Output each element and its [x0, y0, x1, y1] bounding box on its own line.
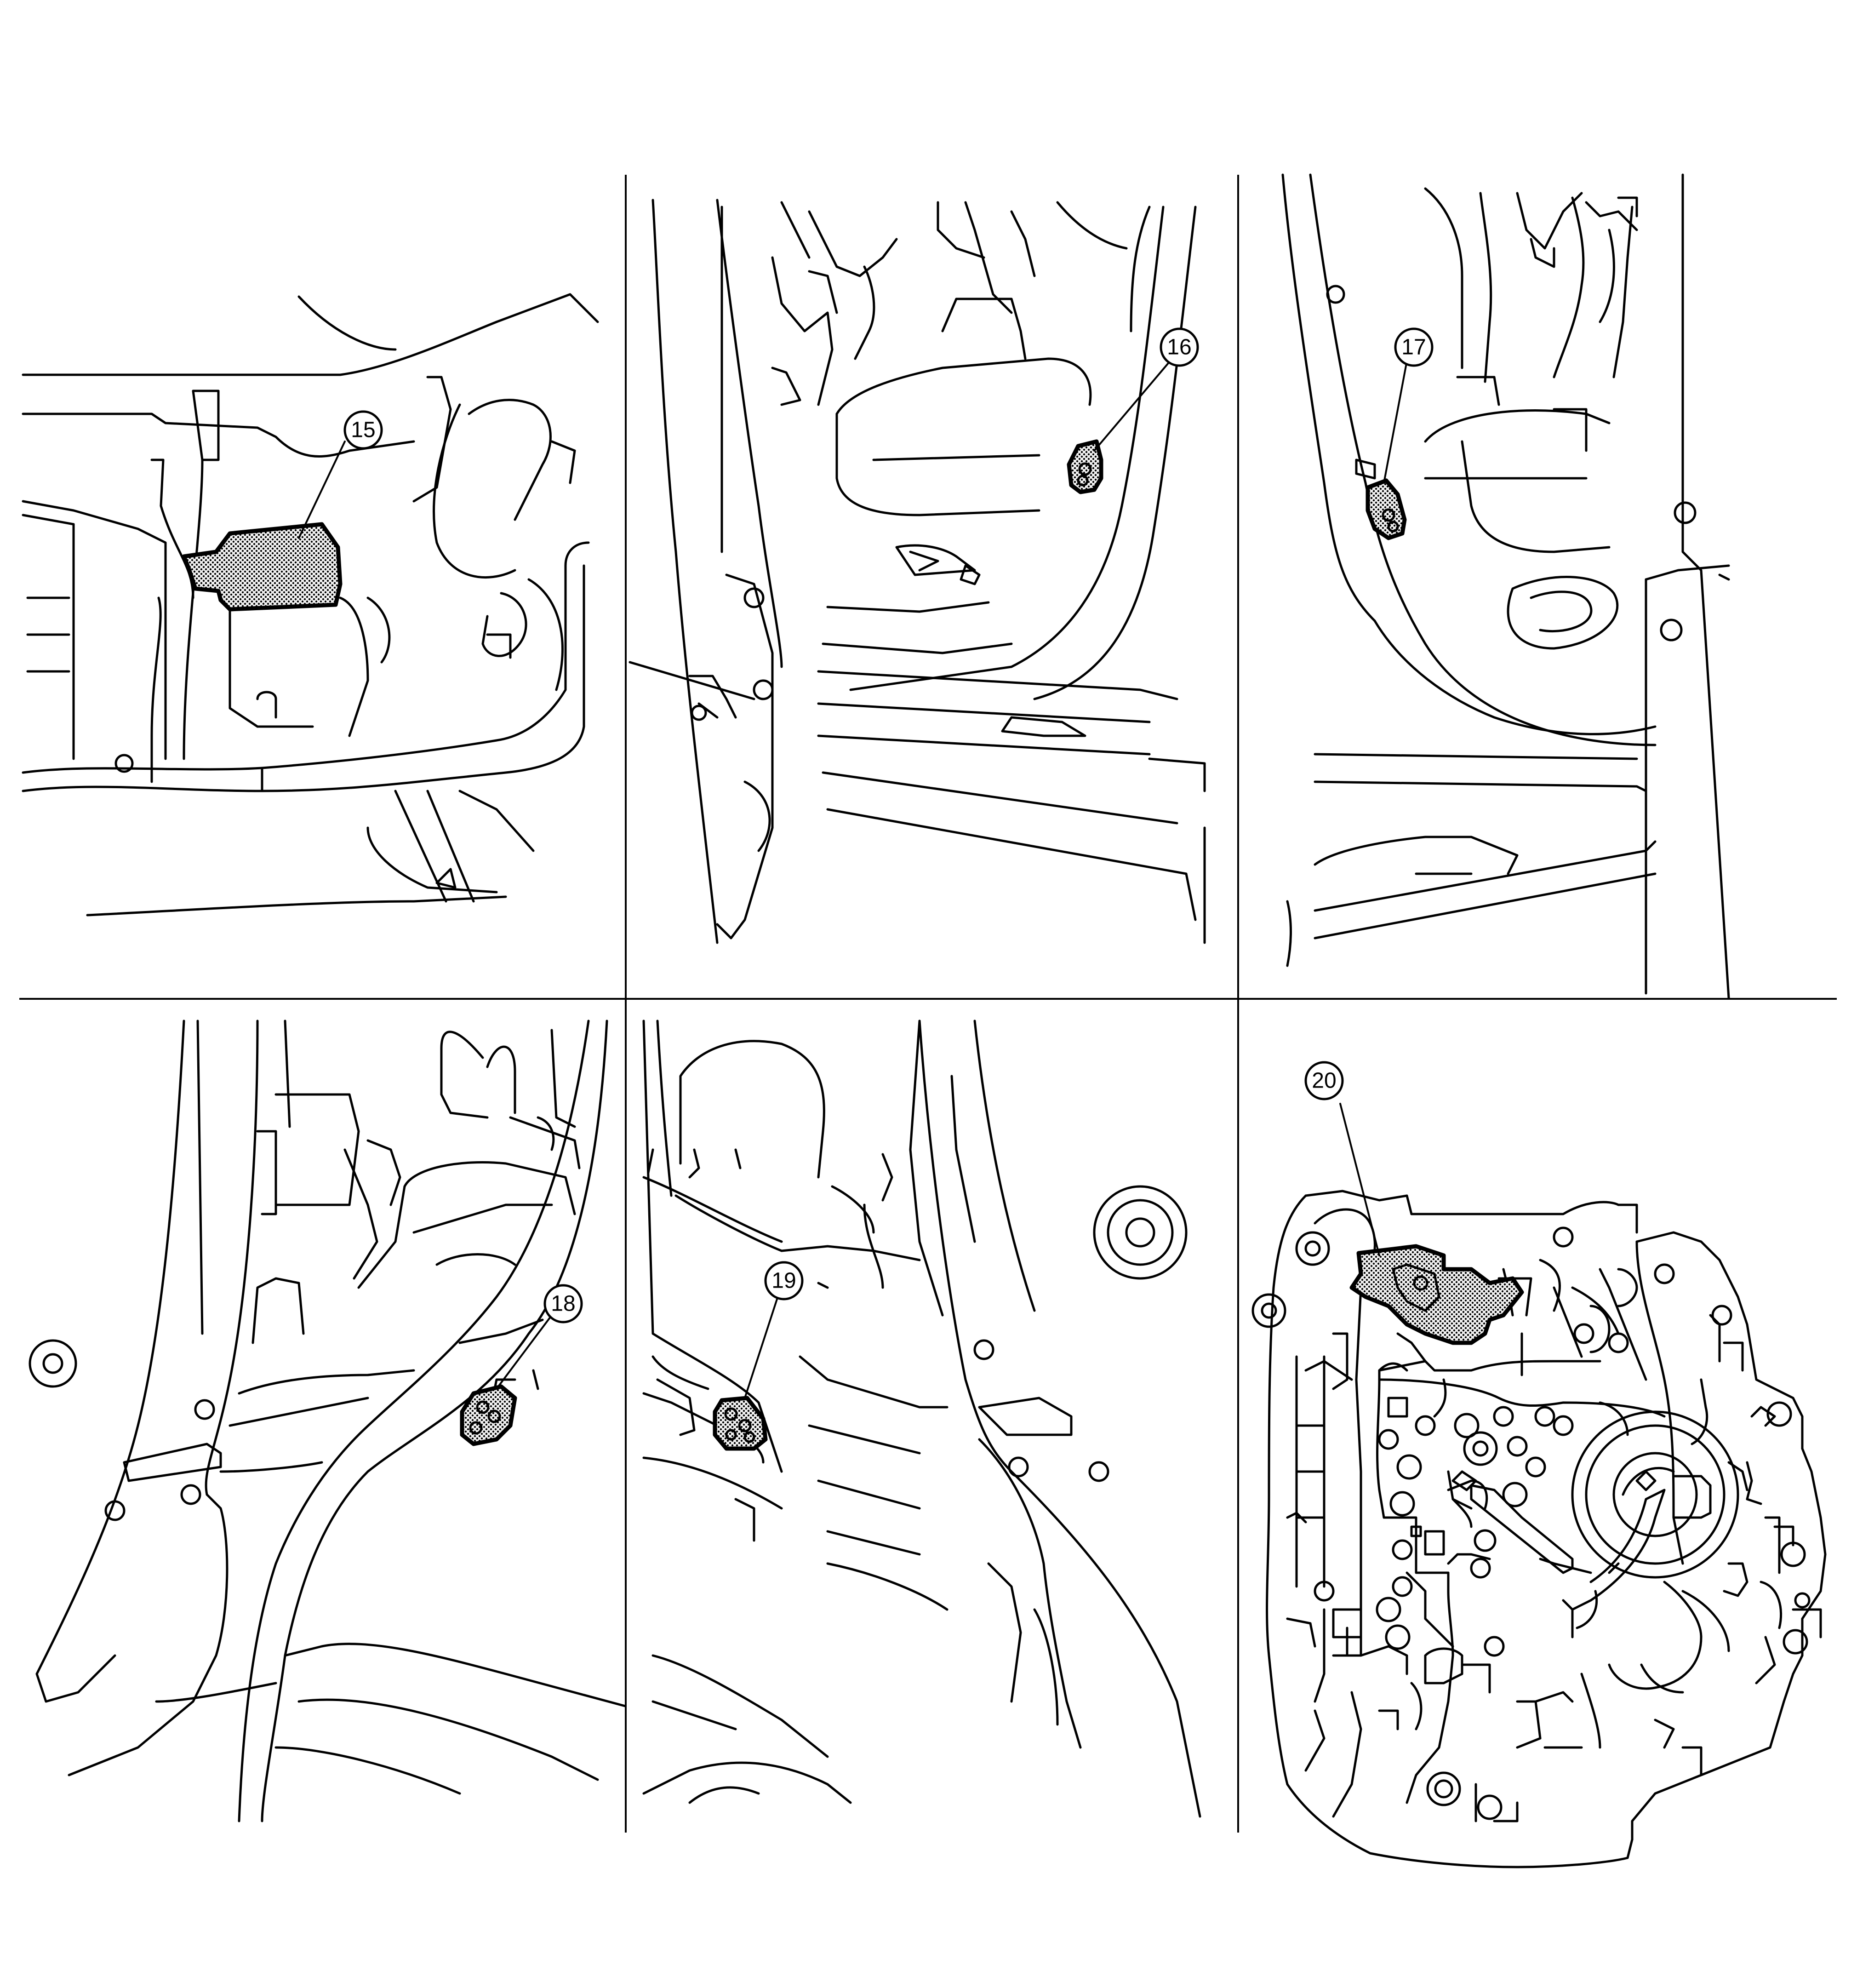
panel-2: 16	[629, 199, 1206, 944]
callout-19: 19	[764, 1261, 804, 1301]
callout-20-label: 20	[1312, 1069, 1336, 1093]
callout-18: 18	[543, 1284, 583, 1323]
callout-15-label: 15	[351, 418, 375, 442]
callout-17: 17	[1394, 327, 1434, 367]
panel-grid	[19, 175, 1837, 1833]
callout-20: 20	[1304, 1061, 1344, 1100]
pillar-connector-highlight-16	[1067, 439, 1103, 494]
panel-5: 19	[642, 1020, 1201, 1818]
callout-16: 16	[1160, 327, 1199, 367]
callout-15: 15	[343, 410, 383, 450]
panel-3: 17	[1281, 173, 1730, 999]
callout-16-label: 16	[1167, 335, 1191, 360]
panel-4: 18	[29, 1020, 627, 1822]
transmission-component-highlight	[1349, 1244, 1524, 1345]
panel-1: 15	[22, 293, 599, 917]
callout-19-label: 19	[771, 1269, 796, 1293]
callout-17-label: 17	[1401, 335, 1426, 360]
callout-18-label: 18	[551, 1292, 575, 1316]
panel-6: 20	[1251, 1061, 1827, 1868]
module-unit-highlight	[182, 522, 343, 612]
